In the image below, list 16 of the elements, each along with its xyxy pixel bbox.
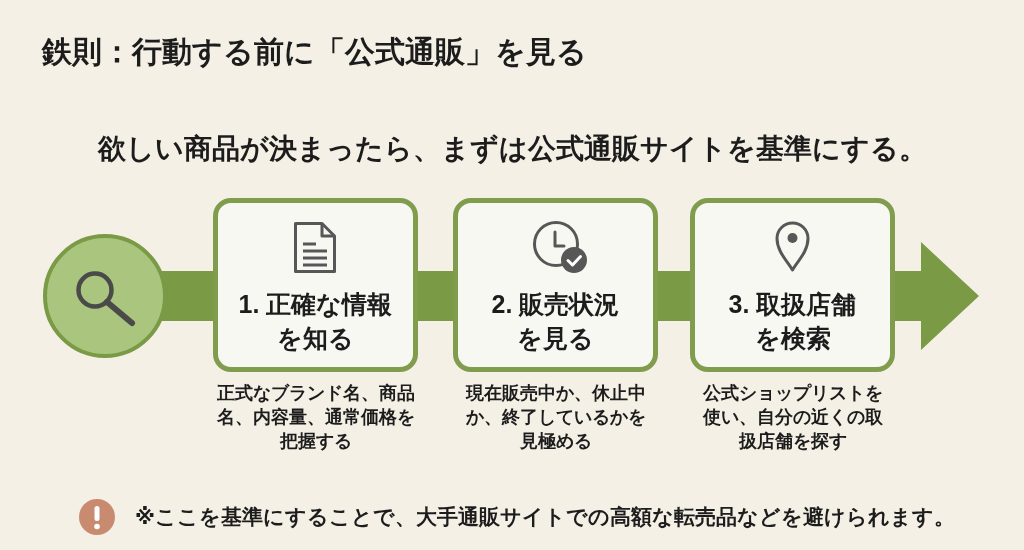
connector bbox=[161, 271, 213, 321]
description-text: 公式ショップリストを使い、自分の近くの取扱店舗を探す bbox=[701, 382, 884, 453]
description-text: 現在販売中か、休止中か、終了しているかを見極める bbox=[464, 382, 647, 453]
subheading: 欲しい商品が決まったら、まずは公式通販サイトを基準にする。 bbox=[96, 132, 928, 166]
step-box bbox=[213, 198, 418, 372]
connector bbox=[658, 271, 690, 321]
arrow bbox=[895, 242, 979, 350]
step-title: 3. 取扱店舗を検索 bbox=[727, 289, 858, 354]
heading: 鉄則：行動する前に「公式通販」を見る bbox=[42, 34, 587, 70]
description-text: 正式なブランド名、商品名、内容量、通常価格を把握する bbox=[216, 382, 415, 453]
note-text: ※ここを基準にすることで、大手通販サイトでの高額な転売品などを避けられます。 bbox=[135, 504, 955, 530]
step-title: 1. 正確な情報を知る bbox=[237, 289, 394, 354]
step-title: 2. 販売状況を見る bbox=[490, 289, 621, 354]
step-box bbox=[453, 198, 658, 372]
step-box bbox=[690, 198, 895, 372]
connector bbox=[418, 271, 453, 321]
